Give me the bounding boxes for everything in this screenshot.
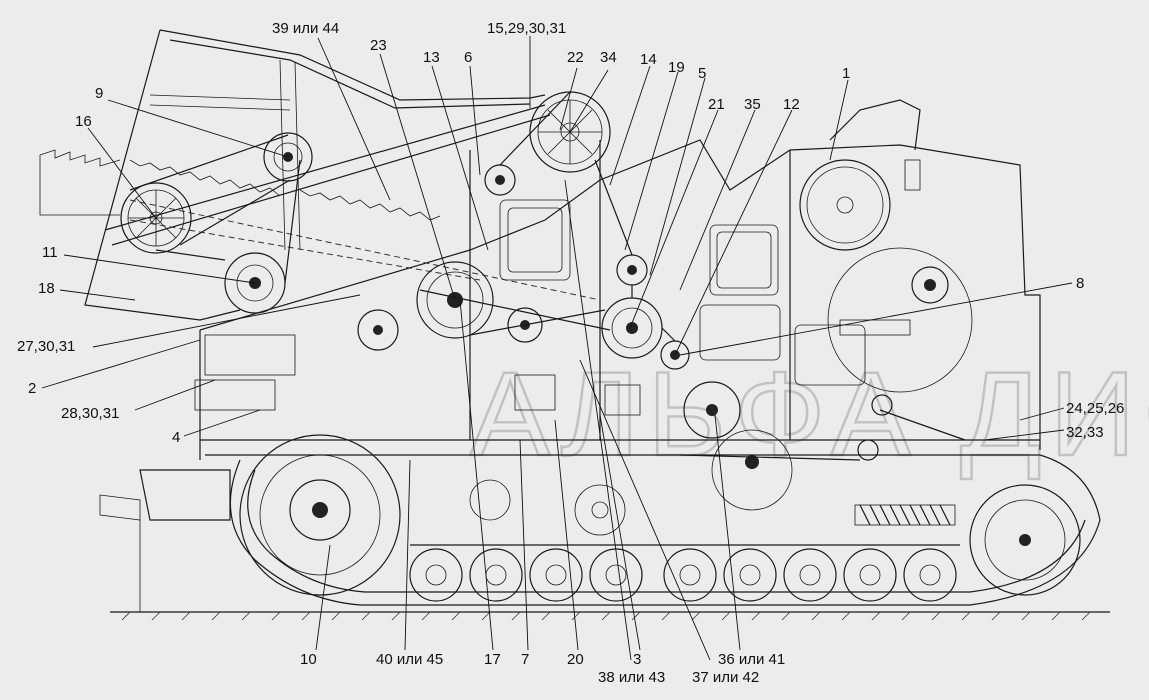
callout-36-41: 36 или 41 — [718, 651, 786, 668]
rotor-right — [827, 247, 973, 393]
callout-24-25-26: 24,25,26 — [1066, 400, 1125, 417]
callout-9: 9 — [95, 85, 104, 102]
callout-34: 34 — [600, 49, 617, 66]
leader-lines — [41, 36, 1073, 661]
track — [229, 454, 1101, 606]
callout-7: 7 — [521, 651, 530, 668]
callout-19: 19 — [668, 59, 685, 76]
callout-38-43: 38 или 43 — [598, 669, 666, 686]
drum-1 — [799, 99, 921, 251]
callout-40-45: 40 или 45 — [376, 651, 444, 668]
callout-35: 35 — [744, 96, 761, 113]
callout-37-42: 37 или 42 — [692, 669, 760, 686]
callout-2: 2 — [28, 380, 37, 397]
callout-27-30-31: 27,30,31 — [17, 338, 76, 355]
callout-22: 22 — [567, 49, 584, 66]
callout-8: 8 — [1076, 275, 1085, 292]
callout-17: 17 — [484, 651, 501, 668]
pulley-small-mid — [357, 164, 543, 351]
callout-11: 11 — [42, 244, 58, 261]
callout-32-33: 32,33 — [1066, 424, 1104, 441]
ground-line — [110, 611, 1110, 621]
callout-13: 13 — [423, 49, 440, 66]
belts-mid — [419, 91, 676, 342]
callout-39-44: 39 или 44 — [272, 20, 340, 37]
hitch — [99, 469, 231, 612]
road-wheels — [409, 544, 960, 602]
support-rollers — [469, 479, 626, 536]
callout-21: 21 — [708, 96, 725, 113]
main-body — [199, 139, 1041, 460]
callout-20: 20 — [567, 651, 584, 668]
callout-14: 14 — [640, 51, 657, 68]
callout-4: 4 — [172, 429, 181, 446]
callout-16: 16 — [75, 113, 92, 130]
idler-wheel — [969, 484, 1081, 596]
drive-sprocket — [239, 434, 401, 596]
watermark-text: АЛЬФА ДИС — [470, 347, 1149, 481]
callout-23: 23 — [370, 37, 387, 54]
belts-left — [129, 134, 301, 284]
lower-assembly — [194, 334, 966, 511]
callout-10: 10 — [300, 651, 317, 668]
callout-3: 3 — [633, 651, 642, 668]
callout-12: 12 — [783, 96, 800, 113]
callout-1-top: 1 — [842, 65, 851, 82]
callout-15-29-30-31: 15,29,30,31 — [487, 20, 567, 37]
callout-6: 6 — [464, 49, 473, 66]
hopper-body — [39, 29, 601, 321]
callout-5: 5 — [698, 65, 707, 82]
spring — [854, 504, 956, 526]
watermark: АЛЬФА ДИС — [469, 346, 1149, 483]
callout-28-30-31: 28,30,31 — [61, 405, 120, 422]
callout-18: 18 — [38, 280, 55, 297]
